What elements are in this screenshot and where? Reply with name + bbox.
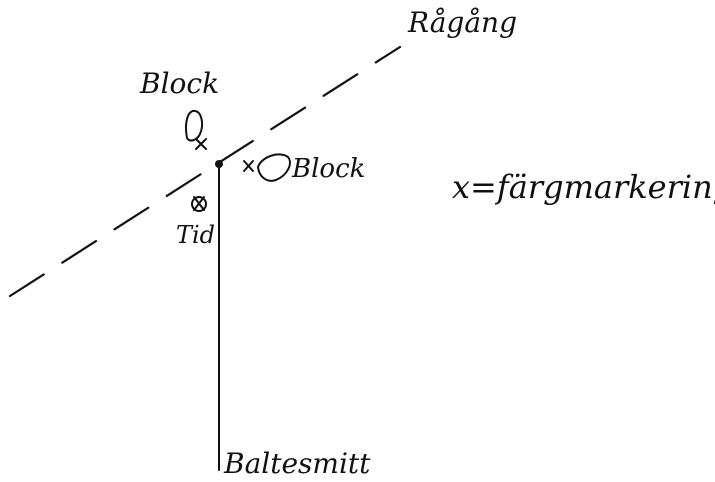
- rogang-dashed-line: [8, 45, 402, 298]
- legend-label: x=färgmarkering: [452, 168, 715, 206]
- block-top-x-mark: [195, 138, 207, 150]
- tid-marker: [191, 196, 207, 212]
- block-top-marker: [185, 110, 204, 142]
- rogang-label: Rågång: [407, 6, 517, 39]
- block-right-marker: [257, 153, 291, 182]
- baltesmitt-label: Baltesmitt: [223, 447, 371, 480]
- tid-x-mark: [193, 196, 205, 211]
- block-right-x-mark: [243, 160, 254, 172]
- block-right-label: Block: [291, 154, 365, 184]
- junction-point: [215, 160, 223, 168]
- tid-label: Tid: [176, 221, 215, 249]
- block-top-label: Block: [139, 67, 219, 100]
